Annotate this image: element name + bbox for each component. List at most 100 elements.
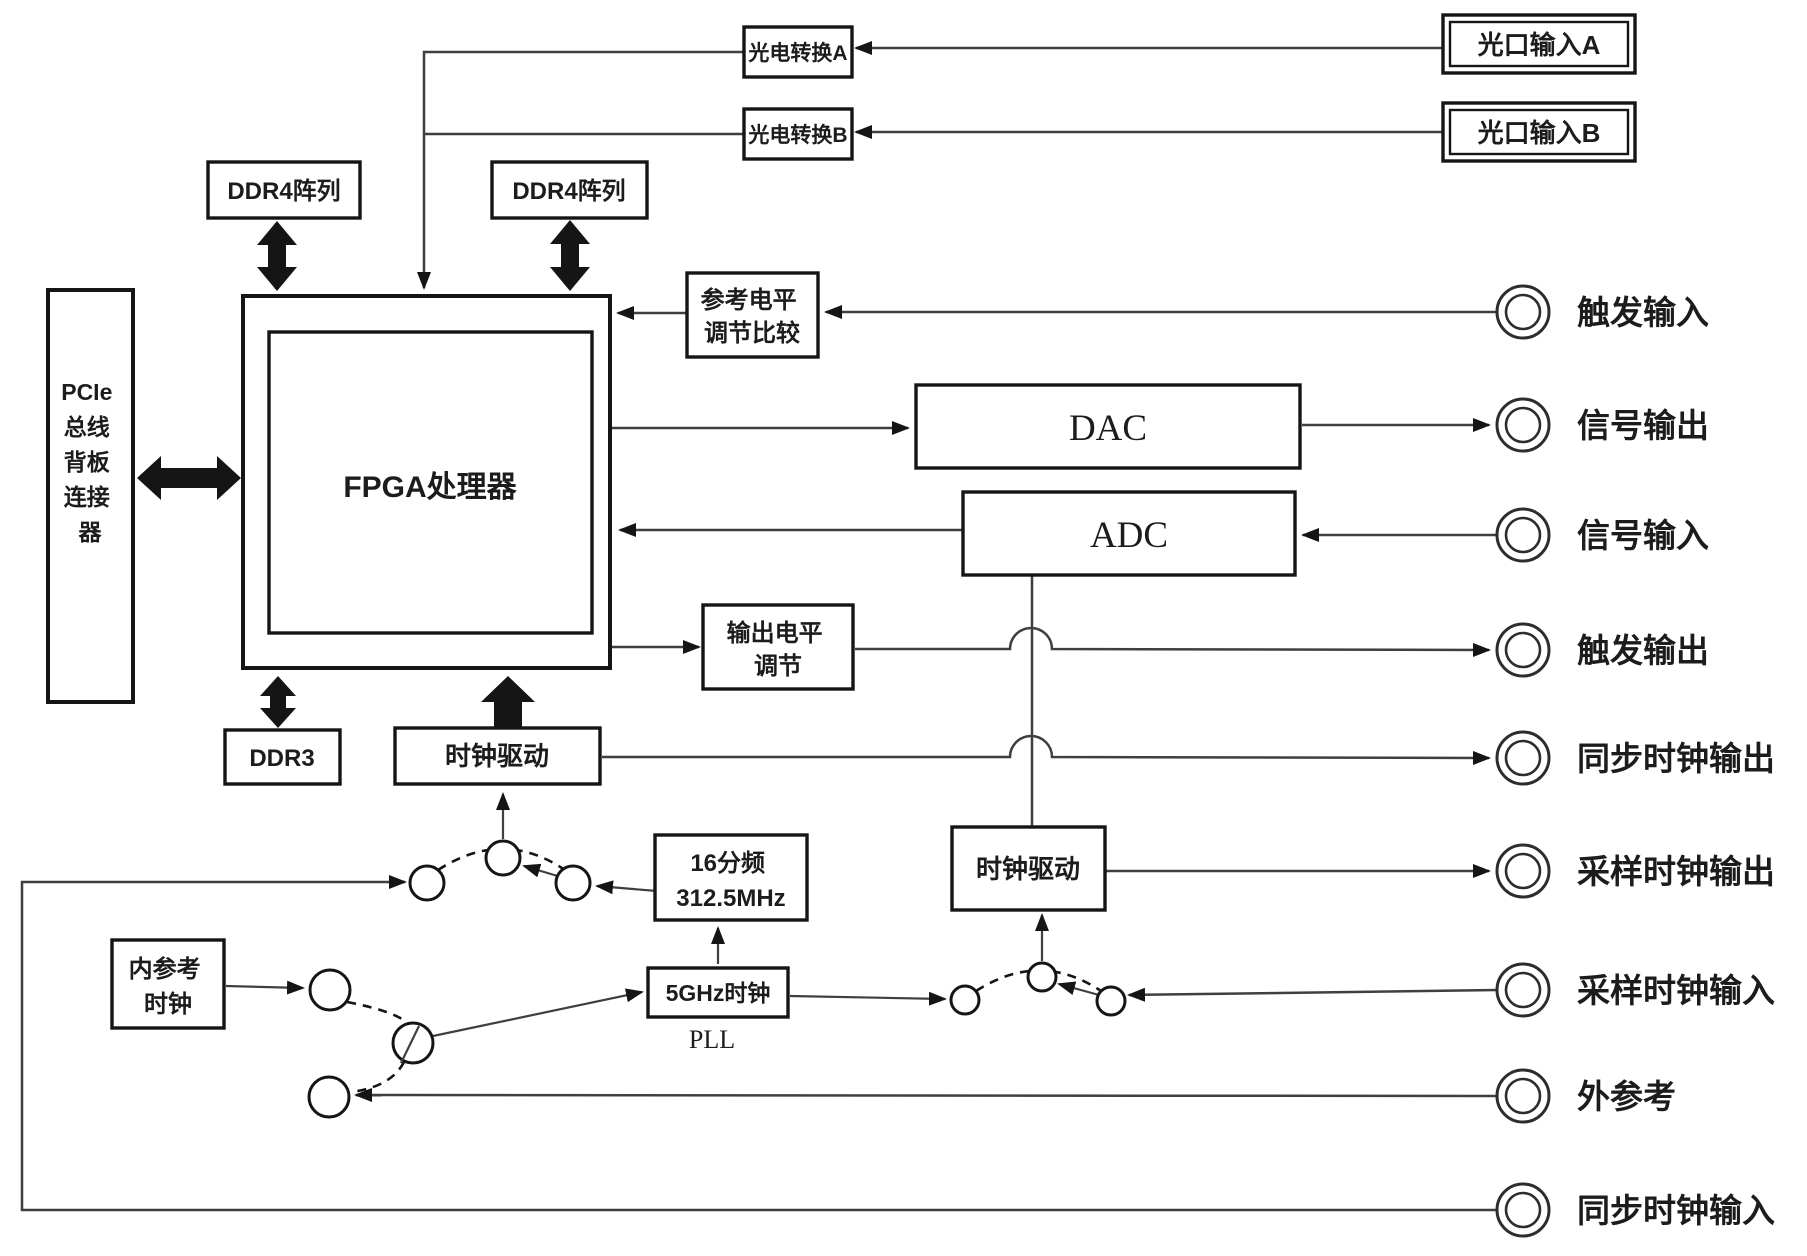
wire-internal-reference-to-switch3 [225, 980, 305, 995]
port-signal-output: 信号输出 [1495, 397, 1709, 453]
adc-label: ADC [1090, 515, 1168, 556]
reference-select-switch-3 [307, 968, 435, 1119]
wire-clock-driver-to-sync-clock-output [602, 734, 1491, 765]
ddr4-right-box [490, 160, 649, 220]
clock-select-switch-2 [949, 913, 1127, 1017]
port-sync-clock-output-connector-inner [1504, 739, 1542, 777]
ref-level-label: 参考电平 调节比较 [701, 286, 804, 347]
ref-level-box [685, 271, 820, 359]
port-signal-output-label: 信号输出 [1577, 407, 1709, 444]
pcie-fpga-bidir-arrow [137, 456, 241, 500]
optical-input-b-label: 光口输入B [1477, 118, 1601, 148]
ddr3-bidir-arrow [260, 676, 296, 728]
switch3-dashed-arc-top [346, 1000, 411, 1026]
pcie-connector-box [46, 288, 135, 704]
port-trigger-input-connector-inner [1504, 293, 1542, 331]
wire-sample-clock-input-to-switch [1127, 987, 1498, 1002]
ddr4-left-label: DDR4阵列 [227, 177, 340, 205]
port-sample-clock-input: 采样时钟输入 [1495, 962, 1775, 1018]
clock-driver-adc-box [950, 825, 1107, 912]
switch1-right-contact [554, 864, 592, 902]
clock-driver-up-arrow [481, 676, 535, 727]
switch3-bottom-contact [307, 1075, 351, 1119]
wire-converter-a-to-fpga [417, 50, 744, 290]
fpga-inner-box [267, 330, 594, 635]
port-sync-clock-input-connector-inner [1504, 1191, 1542, 1229]
block-arrows [137, 220, 590, 728]
port-signal-output-connector-inner [1504, 406, 1542, 444]
output-level-box [701, 603, 855, 691]
fpga-label: FPGA处理器 [343, 471, 517, 504]
port-sample-clock-output-label: 采样时钟输出 [1577, 853, 1775, 890]
internal-reference-label: 内参考 时钟 [129, 955, 208, 1018]
wire-external-reference-to-switch [354, 1088, 1498, 1103]
port-sample-clock-output: 采样时钟输出 [1495, 843, 1775, 899]
clock-select-switch-1 [408, 792, 592, 902]
port-signal-input-connector-inner [1504, 516, 1542, 554]
optical-converter-a-box [742, 25, 854, 79]
dac-label: DAC [1069, 408, 1147, 449]
wire-output-level-to-trigger-output [855, 626, 1491, 657]
switch2-left-contact [949, 984, 981, 1016]
ddr4-left-bidir-arrow [257, 221, 297, 291]
boxes: 光电转换A 光电转换B 光口输入A 光口输入B DDR4阵列 DDR4阵列 PC… [46, 13, 1637, 1054]
optical-input-a-inner-frame [1448, 20, 1630, 68]
switch3-pole-contact [391, 1021, 435, 1065]
optical-input-b-inner-frame [1448, 108, 1630, 156]
switch3-dashed-arc-bottom [350, 1061, 406, 1094]
wire-pll-to-switch2 [789, 991, 947, 1006]
optical-converter-a-label: 光电转换A [747, 41, 847, 65]
port-trigger-output-label: 触发输出 [1577, 632, 1709, 669]
clock-5ghz-box [646, 966, 790, 1019]
switch2-right-contact [1095, 985, 1127, 1017]
port-sample-clock-input-connector-inner [1504, 971, 1542, 1009]
output-level-label: 输出电平 调节 [727, 619, 830, 680]
pll-label: PLL [689, 1025, 735, 1054]
port-sample-clock-input-label: 采样时钟输入 [1577, 972, 1775, 1009]
switch2-selected-contact-pointer [1057, 981, 1100, 997]
clock-5ghz-label: 5GHz时钟 [666, 980, 771, 1006]
ddr3-label: DDR3 [249, 745, 314, 772]
switch1-left-contact [408, 864, 446, 902]
switch1-selected-contact-pointer [522, 863, 562, 879]
ddr4-right-bidir-arrow [550, 220, 590, 291]
port-trigger-output: 触发输出 [1495, 622, 1709, 678]
ddr4-right-label: DDR4阵列 [512, 177, 625, 205]
dac-box [914, 383, 1302, 470]
pcie-connector-label: PCIe 总线 背板 连接 器 [61, 379, 119, 545]
port-trigger-output-connector-inner [1504, 631, 1542, 669]
internal-reference-box [110, 938, 226, 1030]
optical-converter-b-box [742, 107, 854, 161]
switch1-pole-contact [484, 839, 522, 877]
port-sync-clock-input: 同步时钟输入 [1495, 1182, 1775, 1238]
optical-input-a-label: 光口输入A [1477, 30, 1601, 60]
port-trigger-input-label: 触发输入 [1577, 294, 1709, 331]
port-sync-clock-output-label: 同步时钟输出 [1577, 740, 1775, 777]
ddr4-left-box [206, 160, 362, 220]
front-panel-ports: 触发输入 信号输出 信号输入 触发输出 同步时钟输出 采样时钟输出 [1495, 284, 1775, 1238]
divider-box [653, 833, 809, 922]
port-signal-input-label: 信号输入 [1577, 517, 1709, 554]
port-external-reference: 外参考 [1495, 1068, 1676, 1124]
port-signal-input: 信号输入 [1495, 507, 1709, 563]
port-trigger-input: 触发输入 [1495, 284, 1709, 340]
wire-switch3-to-pll [432, 988, 644, 1038]
clock-driver-fpga-box [393, 726, 602, 786]
port-external-reference-label: 外参考 [1577, 1078, 1676, 1115]
ddr3-box [223, 728, 342, 786]
switch3-top-contact [308, 968, 352, 1012]
switch3-wiper-slash [400, 1025, 420, 1064]
port-sync-clock-input-label: 同步时钟输入 [1577, 1192, 1775, 1229]
wires [20, 41, 1498, 1212]
clock-driver-adc-label: 时钟驱动 [976, 854, 1080, 884]
switch2-pole-contact [1026, 961, 1058, 993]
clock-driver-fpga-label: 时钟驱动 [445, 741, 549, 771]
wire-divider-to-switch1 [595, 880, 658, 895]
port-external-reference-connector-inner [1504, 1077, 1542, 1115]
divider-label: 16分频 312.5MHz [676, 850, 785, 912]
port-sync-clock-output: 同步时钟输出 [1495, 730, 1775, 786]
optical-converter-b-label: 光电转换B [747, 123, 847, 147]
adc-box [961, 490, 1297, 577]
port-sample-clock-output-connector-inner [1504, 852, 1542, 890]
